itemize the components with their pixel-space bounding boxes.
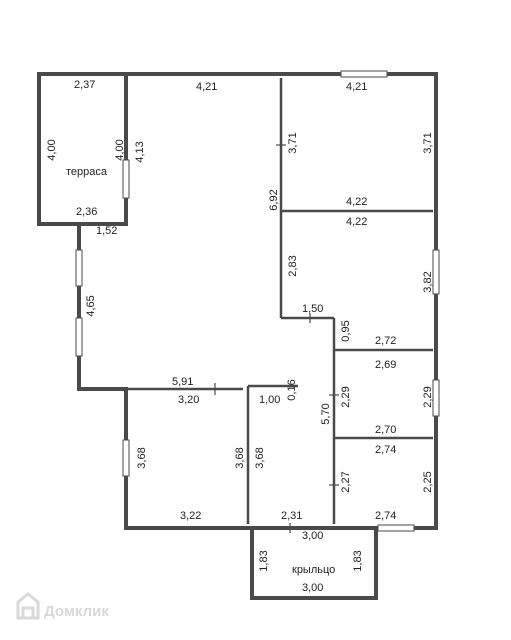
dim-hall-top: 4,21 [196,81,217,93]
dim-porch-left: 1,83 [258,550,270,571]
dim-br2-top: 4,22 [346,216,367,228]
window-room3-right [432,379,440,417]
window-terrace-right [122,159,130,199]
dim-terrace-left: 4,00 [46,139,58,160]
room-label-porch: крыльцо [292,564,335,576]
dim-room4-bottom: 2,74 [375,510,396,522]
dim-hall-left: 4,65 [85,295,97,316]
dim-hall-left-top: 4,13 [134,141,146,162]
domclick-watermark: Домклик [16,592,109,620]
dim-porch-top: 3,00 [302,530,323,542]
dim-room3-right: 2,29 [422,386,434,407]
dim-sw-right: 3,68 [234,447,246,468]
dim-corr-top-h: 0,16 [286,379,298,400]
dim-sw-top: 3,20 [178,394,199,406]
dim-br2-step: 1,50 [302,303,323,315]
dim-br2-bottom: 2,72 [375,335,396,347]
window-hall-left-2 [75,317,83,357]
dim-terrace-right: 4,00 [114,139,126,160]
dim-sw-left: 3,68 [136,447,148,468]
dim-hall-step: 1,52 [96,225,117,237]
dim-br1-right: 3,71 [422,132,434,153]
dim-porch-bottom: 3,00 [302,582,323,594]
dim-br1-top: 4,21 [346,81,367,93]
dim-terrace-top: 2,37 [74,79,95,91]
dim-sw-bottom: 3,22 [180,510,201,522]
dim-corr-left: 3,68 [254,447,266,468]
dim-corr-right: 5,70 [320,403,332,424]
dim-br2-right: 3,82 [422,271,434,292]
window-hall-left-1 [75,249,83,287]
window-room4-bottom [377,524,415,532]
porch-walls [250,528,378,600]
dim-hall-right: 6,92 [268,189,280,210]
dim-porch-right: 1,83 [352,550,364,571]
dim-room3-top: 2,69 [375,359,396,371]
window-sw-left [122,439,130,477]
dim-corr-bottom: 2,31 [281,510,302,522]
dim-br1-left: 3,71 [287,132,299,153]
room-label-terrace: терраса [66,166,108,178]
window-top-br1 [340,70,388,78]
dim-br1-bottom: 4,22 [346,196,367,208]
dim-corr-top: 1,00 [259,394,280,406]
domclick-logo-icon [16,592,40,620]
dim-room4-top: 2,74 [375,444,396,456]
window-br2-right [432,249,440,295]
dim-hall-bottom: 5,91 [172,376,193,388]
watermark-text: Домклик [44,603,109,620]
dim-br2-left: 2,83 [287,255,299,276]
dim-room3-bottom: 2,70 [375,424,396,436]
dim-br2-step-h: 0,95 [340,320,352,341]
dim-room4-right: 2,25 [422,471,434,492]
dim-room3-left: 2,29 [340,386,352,407]
dim-room4-left: 2,27 [340,471,352,492]
dim-terrace-bottom: 2,36 [76,206,97,218]
